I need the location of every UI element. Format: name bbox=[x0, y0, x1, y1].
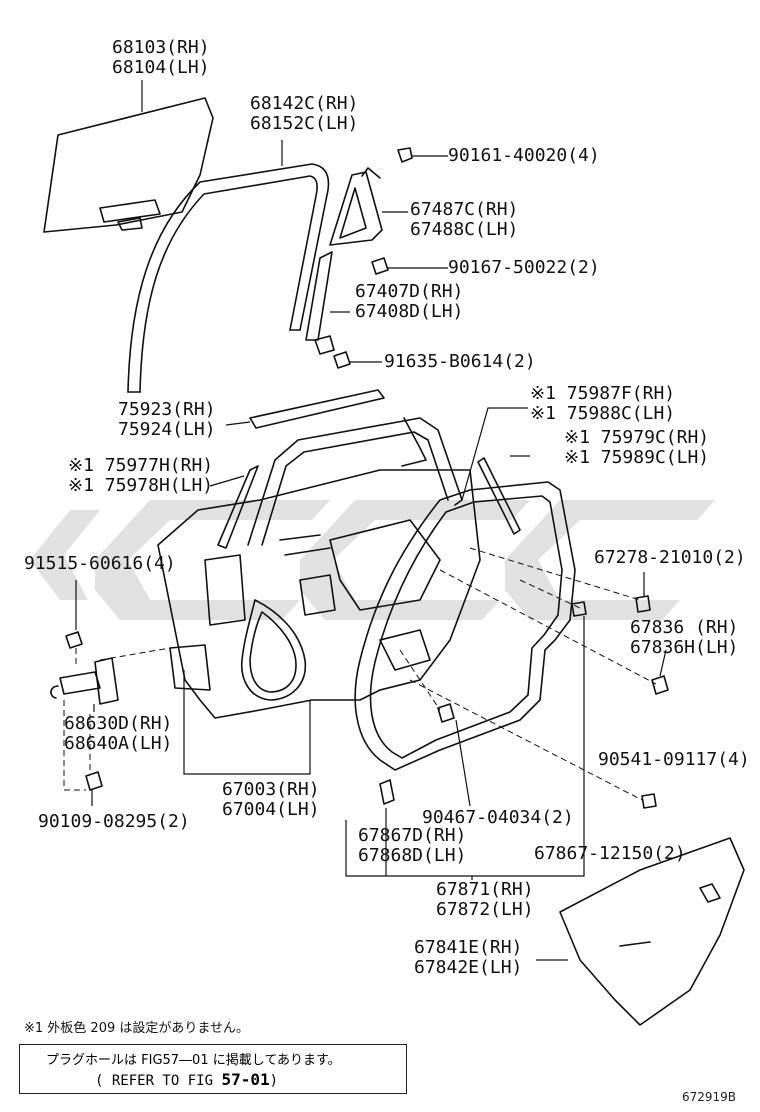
clip-67867D bbox=[379, 779, 395, 805]
note-suffix: ) bbox=[269, 1073, 279, 1089]
label-67871: 67871(RH)67872(LH) bbox=[436, 880, 534, 920]
part-number: 67872(LH) bbox=[436, 899, 534, 920]
part-number: 90541-09117(4) bbox=[598, 749, 750, 770]
label-67867-12150: 67867-12150(2) bbox=[534, 844, 686, 864]
label-90541: 90541-09117(4) bbox=[598, 750, 750, 770]
part-number: 67407D(RH) bbox=[355, 281, 464, 302]
division-bar-67407D bbox=[305, 251, 335, 355]
part-number: 67868D(LH) bbox=[358, 845, 467, 866]
part-number: 67841E(RH) bbox=[414, 937, 523, 958]
part-number: 68152C(LH) bbox=[250, 113, 359, 134]
part-number: 67836H(LH) bbox=[630, 637, 739, 658]
watermark bbox=[30, 500, 715, 620]
door-panel-67003 bbox=[157, 469, 481, 719]
leader-lines bbox=[75, 80, 667, 961]
part-number: ※1 75978H(LH) bbox=[68, 475, 214, 496]
part-number: ※1 75987F(RH) bbox=[530, 383, 676, 404]
part-number: ※1 75988C(LH) bbox=[530, 403, 676, 424]
part-number: 68630D(RH) bbox=[64, 713, 173, 734]
label-67003: 67003(RH)67004(LH) bbox=[222, 780, 320, 820]
bolt-90161 bbox=[397, 147, 413, 163]
label-68630D: 68630D(RH)68640A(LH) bbox=[64, 714, 172, 754]
label-75979C: ※1 75979C(RH)※1 75989C(LH) bbox=[564, 428, 709, 468]
label-90167: 90167-50022(2) bbox=[448, 258, 600, 278]
label-67836: 67836 (RH)67836H(LH) bbox=[630, 618, 738, 658]
label-90467: 90467-04034(2) bbox=[422, 808, 574, 828]
footnote: ※1 外板色 209 は設定がありません。 bbox=[24, 1021, 249, 1036]
label-67487C: 67487C(RH)67488C(LH) bbox=[410, 200, 518, 240]
label-68142C: 68142C(RH)68152C(LH) bbox=[250, 94, 358, 134]
part-number: 90167-50022(2) bbox=[448, 257, 600, 278]
part-number: 68103(RH) bbox=[112, 37, 210, 58]
label-67278: 67278-21010(2) bbox=[594, 548, 746, 568]
weatherstrip-67871 bbox=[354, 481, 576, 771]
note-prefix: ( REFER TO FIG bbox=[95, 1073, 222, 1089]
note-fig-number: 57-01 bbox=[221, 1070, 270, 1089]
part-number: ※1 75979C(RH) bbox=[564, 427, 710, 448]
part-number: ※1 75977H(RH) bbox=[68, 455, 214, 476]
part-number: 67842E(LH) bbox=[414, 957, 523, 978]
part-number: ※1 75989C(LH) bbox=[564, 447, 710, 468]
reference-note-box: プラグホールは FIG57―01 に掲載してあります。 ( REFER TO F… bbox=[19, 1044, 407, 1094]
garnish-75979C bbox=[477, 457, 521, 535]
label-67407D: 67407D(RH)67408D(LH) bbox=[355, 282, 463, 322]
hinge-68630D bbox=[50, 657, 119, 705]
service-cover-67841E bbox=[559, 837, 745, 1026]
part-number: 67004(LH) bbox=[222, 799, 320, 820]
part-number: 67871(RH) bbox=[436, 879, 534, 900]
label-67841E: 67841E(RH)67842E(LH) bbox=[414, 938, 522, 978]
clip-90541 bbox=[641, 793, 657, 809]
part-number: 68104(LH) bbox=[112, 57, 210, 78]
clip-67867-12150 bbox=[571, 601, 587, 617]
part-number: 90109-08295(2) bbox=[38, 811, 190, 832]
moulding-75923 bbox=[249, 389, 385, 429]
part-number: 90161-40020(4) bbox=[448, 145, 600, 166]
part-number: 67003(RH) bbox=[222, 779, 320, 800]
bolt-90109 bbox=[85, 771, 103, 791]
clip-67836 bbox=[651, 675, 669, 695]
part-number: 67278-21010(2) bbox=[594, 547, 746, 568]
part-number: 68640A(LH) bbox=[64, 733, 173, 754]
run-channel-68142C bbox=[127, 163, 330, 393]
part-number: 75924(LH) bbox=[118, 419, 216, 440]
part-number: 67867D(RH) bbox=[358, 825, 467, 846]
part-number: 67836 (RH) bbox=[630, 617, 739, 638]
part-number: 67487C(RH) bbox=[410, 199, 519, 220]
glass-68103 bbox=[43, 97, 214, 233]
label-75987F: ※1 75987F(RH)※1 75988C(LH) bbox=[530, 384, 675, 424]
note-line-1: プラグホールは FIG57―01 に掲載してあります。 bbox=[46, 1053, 341, 1068]
part-number: 91515-60616(4) bbox=[24, 553, 176, 574]
part-number: 91635-B0614(2) bbox=[384, 351, 536, 372]
part-number: 68142C(RH) bbox=[250, 93, 359, 114]
label-68103: 68103(RH)68104(LH) bbox=[112, 38, 210, 78]
clip-67278 bbox=[635, 595, 651, 613]
window-frame-67487C bbox=[329, 167, 383, 246]
part-number: 67488C(LH) bbox=[410, 219, 519, 240]
clip-90467 bbox=[437, 703, 455, 723]
part-number: 90467-04034(2) bbox=[422, 807, 574, 828]
bolt-91515 bbox=[65, 631, 83, 649]
label-75977H: ※1 75977H(RH)※1 75978H(LH) bbox=[68, 456, 213, 496]
bolt-90167 bbox=[371, 257, 389, 275]
label-91635: 91635-B0614(2) bbox=[384, 352, 536, 372]
label-75923: 75923(RH)75924(LH) bbox=[118, 400, 216, 440]
bolt-91635 bbox=[333, 351, 351, 369]
label-67867D: 67867D(RH)67868D(LH) bbox=[358, 826, 466, 866]
part-number: 75923(RH) bbox=[118, 399, 216, 420]
part-number: 67408D(LH) bbox=[355, 301, 464, 322]
garnish-75977H bbox=[217, 465, 259, 549]
label-90161: 90161-40020(4) bbox=[448, 146, 600, 166]
note-line-2: ( REFER TO FIG 57-01) bbox=[95, 1070, 278, 1089]
label-91515: 91515-60616(4) bbox=[24, 554, 176, 574]
figure-code: 672919B bbox=[682, 1090, 737, 1104]
part-number: 67867-12150(2) bbox=[534, 843, 686, 864]
dashed-leaders bbox=[63, 547, 657, 801]
label-90109: 90109-08295(2) bbox=[38, 812, 190, 832]
